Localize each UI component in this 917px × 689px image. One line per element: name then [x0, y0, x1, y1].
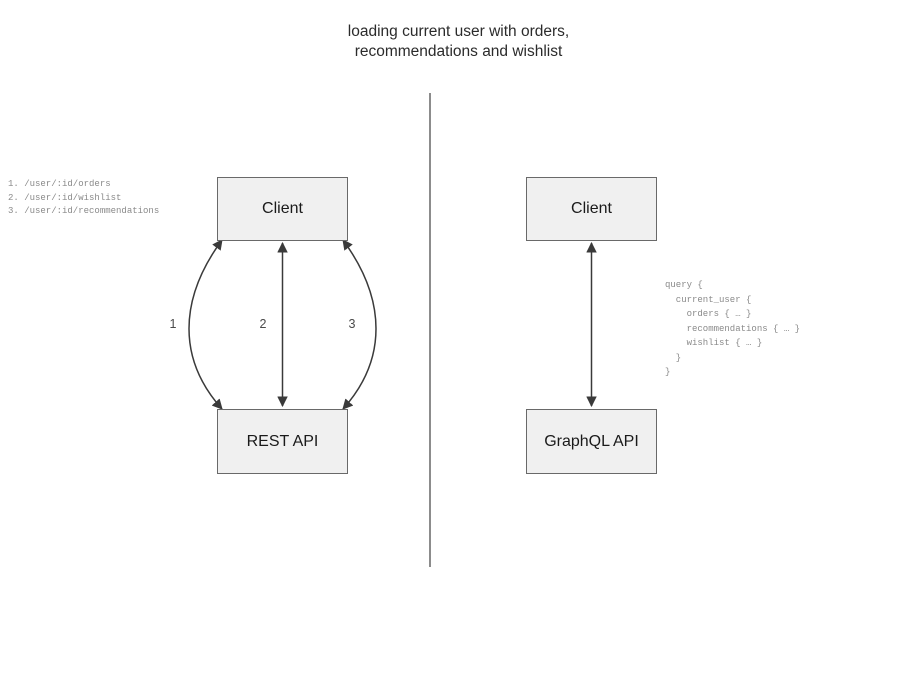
node-rest-api-label: REST API: [246, 432, 319, 450]
node-rest-api[interactable]: REST API: [217, 409, 348, 474]
node-client-rest-label: Client: [262, 200, 303, 217]
edge-label-1: 1: [169, 317, 177, 331]
node-client-graphql-label: Client: [571, 200, 612, 217]
rest-endpoint-list: 1. /user/:id/orders 2. /user/:id/wishlis…: [8, 179, 160, 216]
diagram-title: loading current user with orders, recomm…: [347, 23, 570, 60]
node-client-rest[interactable]: Client: [217, 177, 348, 241]
edge-label-2: 2: [259, 317, 267, 331]
edge-recommendations: [342, 239, 377, 410]
node-client-graphql[interactable]: Client: [526, 177, 657, 241]
graphql-query-block: query { current_user { orders { … } reco…: [665, 280, 801, 377]
edge-orders: [188, 239, 223, 410]
edge-label-3: 3: [348, 317, 356, 331]
node-graphql-api[interactable]: GraphQL API: [526, 409, 657, 474]
node-graphql-api-label: GraphQL API: [544, 432, 639, 450]
